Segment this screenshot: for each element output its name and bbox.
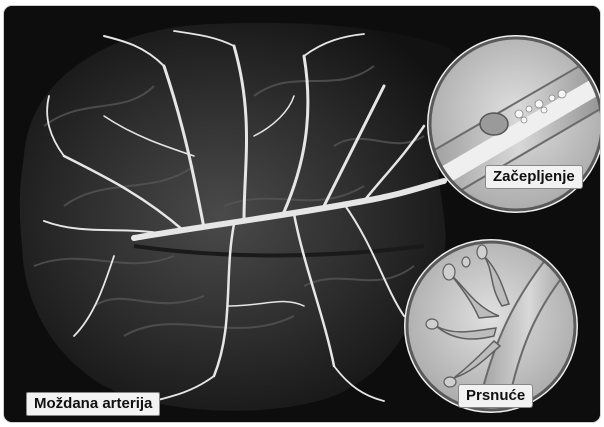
rupture-label: Prsnuće bbox=[458, 384, 533, 408]
blockage-label: Začepljenje bbox=[485, 165, 583, 189]
brain-illustration bbox=[4, 6, 600, 422]
illustration-frame: Začepljenje Prsnuće Moždana arterija bbox=[4, 6, 600, 422]
artery-label: Moždana arterija bbox=[26, 392, 160, 416]
